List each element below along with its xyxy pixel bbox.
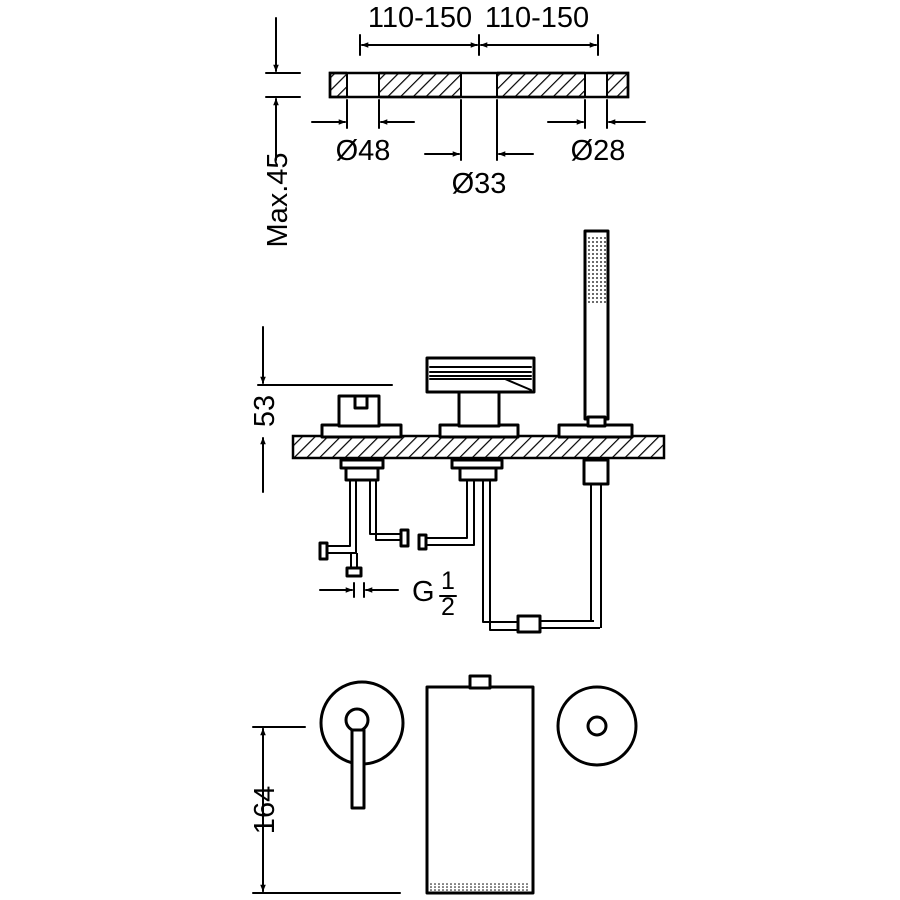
hole-left-diameter: Ø48 (336, 135, 391, 167)
connection-numerator: 1 (441, 567, 455, 595)
height-front-label: 164 (249, 786, 281, 834)
connection-prefix: G (412, 576, 435, 608)
max-thickness-label: Max.45 (262, 152, 294, 247)
shower-spray-dots (588, 237, 606, 303)
deck-section (291, 434, 666, 460)
hole-right (585, 71, 607, 99)
hole-right-diameter: Ø28 (571, 135, 626, 167)
side-view: 53 G 1 2 (249, 229, 666, 634)
spacing-right-label: 110-150 (485, 2, 589, 34)
connection-denominator: 2 (441, 593, 455, 621)
hole-center (461, 71, 497, 99)
hole-center-diameter: Ø33 (452, 168, 507, 200)
spacing-left-label: 110-150 (368, 2, 472, 34)
hole-left (347, 71, 379, 99)
front-view: 164 (249, 674, 638, 895)
height-above-deck-label: 53 (249, 395, 281, 427)
spout-outlet-dots (430, 883, 528, 891)
top-deck-view: 110-150 110-150 Ø48 Ø33 Ø28 Max.45 (262, 2, 646, 248)
